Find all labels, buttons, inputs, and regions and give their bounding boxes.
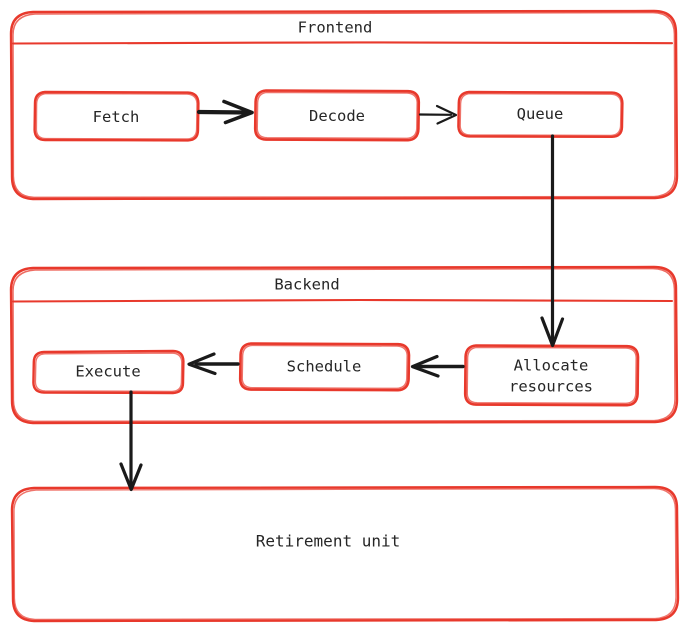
- schedule-label: Schedule: [287, 358, 362, 376]
- group-backend: Backend Execute Schedule Allocate resour…: [9, 265, 679, 425]
- edge-schedule-to-execute-arrowhead: [187, 352, 217, 376]
- edge-queue-to-allocate: [540, 134, 565, 348]
- frontend-container-outline: [9, 9, 679, 201]
- edge-fetch-to-decode-arrowhead: [222, 99, 254, 125]
- allocate-label-line1: Allocate: [514, 357, 589, 375]
- edge-execute-to-retirement-arrowhead: [119, 462, 143, 492]
- fetch-label: Fetch: [93, 108, 140, 126]
- backend-title: Backend: [274, 276, 339, 294]
- queue-box-outline: [457, 90, 624, 138]
- execute-box-outline: [32, 349, 185, 395]
- group-frontend: Frontend Fetch Decode Queue: [9, 9, 679, 201]
- frontend-title: Frontend: [298, 19, 373, 37]
- edge-allocate-to-schedule: [410, 354, 465, 378]
- execute-label: Execute: [75, 363, 140, 381]
- retirement-unit-label: Retirement unit: [256, 532, 401, 551]
- fetch-box-outline: [33, 90, 200, 142]
- node-allocate-resources[interactable]: Allocate resources: [463, 344, 640, 407]
- decode-box-outline-2: [256, 91, 418, 140]
- edge-allocate-to-schedule-arrowhead: [410, 354, 440, 378]
- schedule-box-outline: [238, 342, 411, 392]
- edge-decode-to-queue: [418, 104, 458, 125]
- decode-box-outline: [253, 89, 421, 142]
- node-execute[interactable]: Execute: [32, 349, 185, 395]
- edge-queue-to-allocate-arrowhead: [540, 316, 565, 348]
- frontend-container-outline-2: [12, 11, 676, 199]
- backend-container-outline-2: [12, 267, 676, 423]
- allocate-box-outline: [463, 344, 640, 407]
- queue-label: Queue: [517, 105, 564, 123]
- edge-fetch-to-decode-line: [196, 109, 251, 115]
- node-retirement-unit[interactable]: Retirement unit: [10, 485, 680, 623]
- edge-schedule-to-execute: [187, 352, 240, 376]
- edge-decode-to-queue-arrowhead: [435, 104, 458, 125]
- backend-container-outline: [9, 265, 679, 425]
- frontend-title-divider: [11, 41, 674, 45]
- allocate-box-outline-2: [466, 346, 637, 405]
- decode-label: Decode: [309, 107, 365, 125]
- queue-box-outline-2: [459, 92, 622, 137]
- retirement-box-outline: [10, 485, 680, 623]
- node-decode[interactable]: Decode: [253, 89, 421, 142]
- schedule-box-outline-2: [241, 344, 408, 390]
- execute-box-outline-2: [34, 352, 183, 393]
- node-queue[interactable]: Queue: [457, 90, 624, 138]
- edge-fetch-to-decode: [196, 99, 254, 125]
- node-schedule[interactable]: Schedule: [238, 342, 411, 392]
- retirement-box-outline-2: [13, 487, 677, 621]
- allocate-label-line2: resources: [509, 378, 593, 396]
- node-fetch[interactable]: Fetch: [33, 90, 200, 142]
- fetch-box-outline-2: [35, 92, 198, 140]
- backend-title-divider: [11, 298, 674, 303]
- edge-execute-to-retirement: [119, 390, 143, 492]
